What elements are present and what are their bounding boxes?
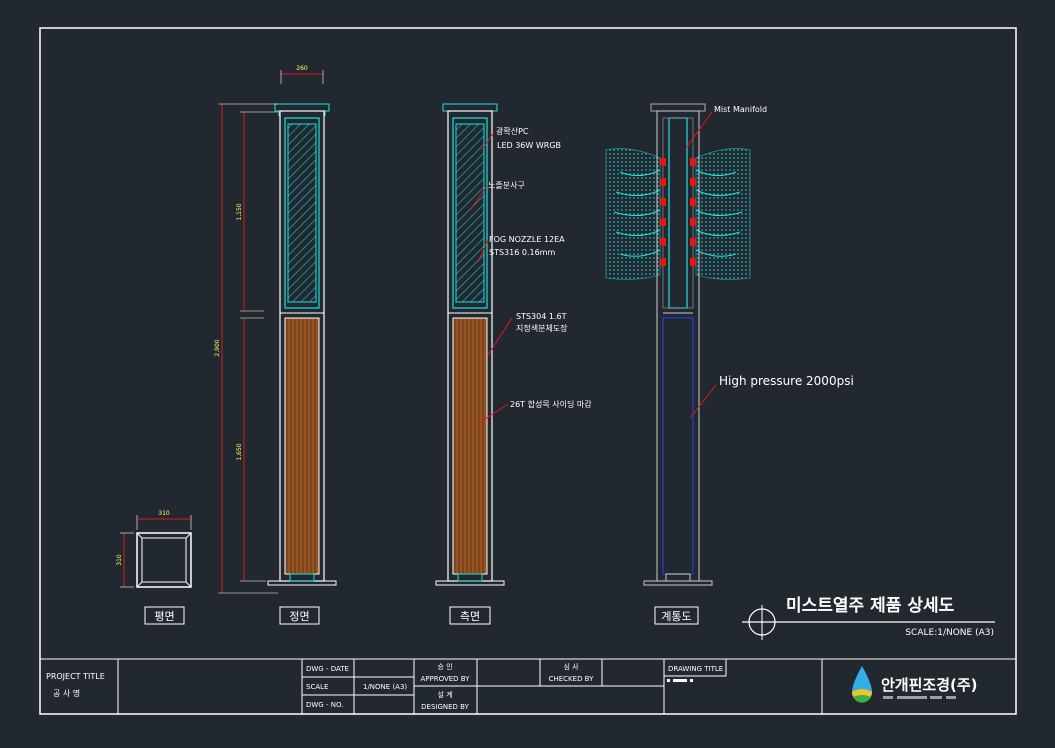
upper-height-dimension: 1,150 xyxy=(236,203,243,220)
side-view: 광확산PC LED 36W WRGB 노즐분사구 FOG NOZZLE 12EA… xyxy=(435,103,592,586)
top-width-dimension: 260 xyxy=(296,65,308,72)
drawing-title: 미스트열주 제품 상세도 xyxy=(786,596,955,616)
company-subtitle-bars xyxy=(883,696,956,699)
tb-dwg-date: DWG - DATE xyxy=(306,665,349,673)
annotation-nozzle-outlet: 노즐분사구 xyxy=(488,181,525,190)
plan-height-dimension: 310 xyxy=(116,554,123,566)
drawing-title-block: 미스트열주 제품 상세도 SCALE:1/NONE (A3) xyxy=(742,596,995,640)
tb-drawing-title-bars xyxy=(667,679,693,682)
lower-height-dimension: 1,650 xyxy=(236,443,243,460)
label-front: 정면 xyxy=(289,610,309,623)
company-name: 안개핀조경(주) xyxy=(881,676,978,694)
company-logo xyxy=(852,666,872,703)
annotation-sts-plate: STS304 1.6T xyxy=(516,312,567,321)
annotation-paint: 지정색분체도장 xyxy=(516,323,568,333)
annotation-light-diffuser: 광확산PC xyxy=(496,126,529,136)
tb-dwg-no: DWG - NO. xyxy=(306,701,343,709)
plan-view: 310 310 xyxy=(116,510,192,588)
annotation-manifold: Mist Manifold xyxy=(714,105,767,114)
tb-designed-by: DESIGNED BY xyxy=(421,703,469,711)
tb-design-kr: 설 계 xyxy=(437,690,452,699)
annotation-led: LED 36W WRGB xyxy=(497,141,561,150)
tb-checked-by: CHECKED BY xyxy=(549,675,595,683)
tb-scale-label: SCALE xyxy=(306,683,328,691)
view-labels: 평면 정면 측면 계통도 xyxy=(144,606,699,625)
title-block xyxy=(117,659,823,714)
tb-project-name: 공 사 명 xyxy=(53,688,80,698)
label-plan: 평면 xyxy=(154,610,174,623)
annotation-sts-nozzle: STS316 0.16mm xyxy=(489,248,555,257)
tb-approve-kr: 승 인 xyxy=(437,662,452,671)
system-view: Mist Manifold High pressure 2000psi xyxy=(605,103,854,586)
sheet-frame xyxy=(39,27,1017,715)
annotation-fog-nozzle: FOG NOZZLE 12EA xyxy=(489,235,565,244)
drawing-scale: SCALE:1/NONE (A3) xyxy=(905,628,994,638)
label-system: 계통도 xyxy=(661,610,691,623)
front-view: 260 2,900 xyxy=(214,65,337,594)
plan-width-dimension: 310 xyxy=(158,510,170,517)
tb-check-kr: 심 사 xyxy=(563,662,579,671)
tb-scale-value: 1/NONE (A3) xyxy=(363,683,407,691)
total-height-dimension: 2,900 xyxy=(214,339,221,356)
annotation-pressure: High pressure 2000psi xyxy=(719,374,854,388)
tb-drawing-title: DRAWING TITLE xyxy=(668,665,723,673)
annotation-siding: 26T 합성목 사이딩 마감 xyxy=(510,399,592,409)
label-side: 측면 xyxy=(460,610,480,623)
tb-approved-by: APPROVED BY xyxy=(420,675,470,683)
tb-project-title: PROJECT TITLE xyxy=(46,672,105,681)
